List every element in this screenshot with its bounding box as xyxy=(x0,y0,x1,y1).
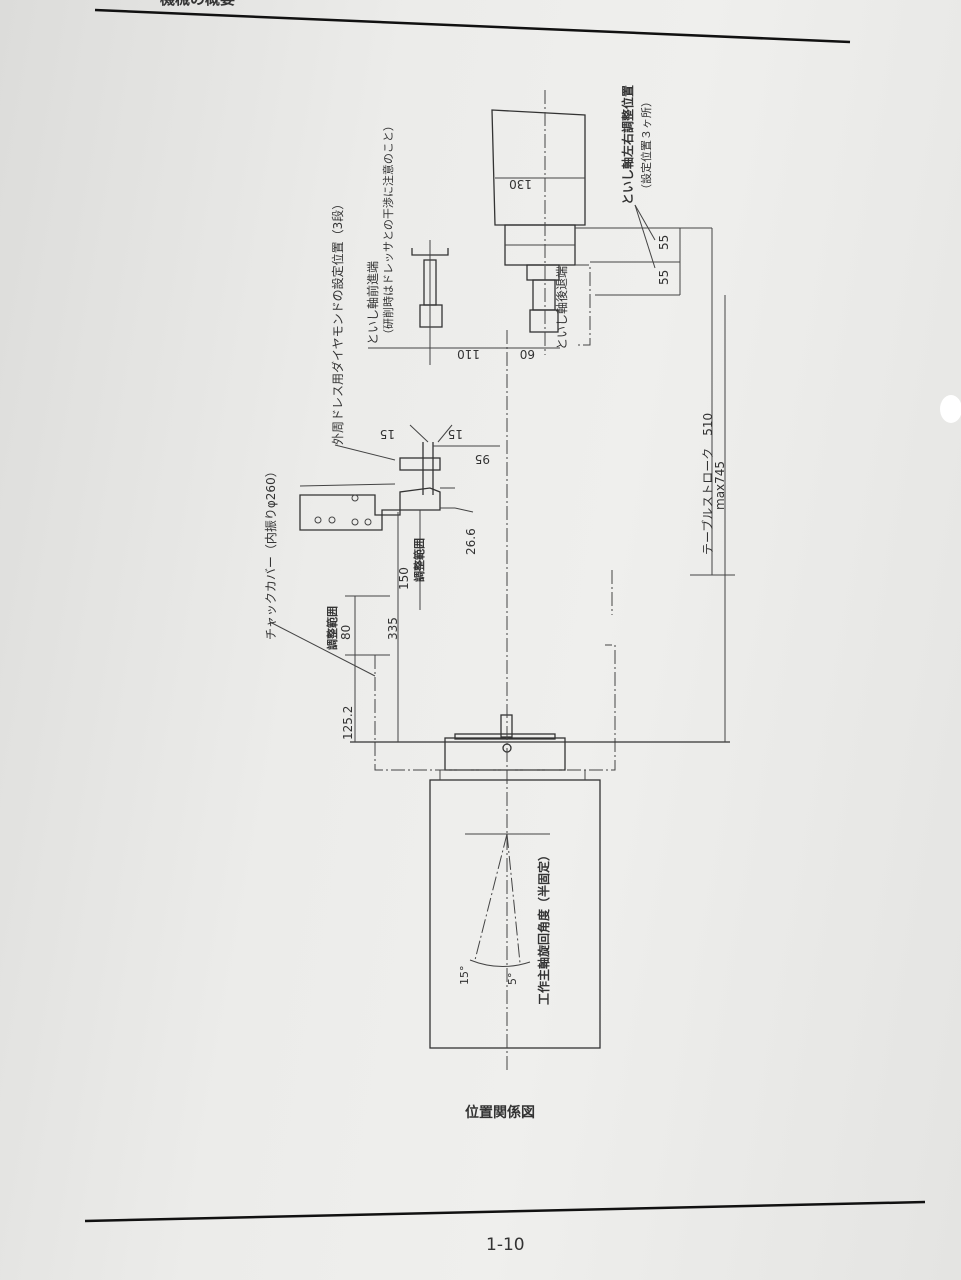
adj-range-80-label: 調整範囲 xyxy=(325,606,339,650)
dim-80: 80 xyxy=(339,625,353,640)
dim-26-6: 26.6 xyxy=(464,528,478,555)
dim-55-b: 55 xyxy=(657,270,671,285)
dim-55-a: 55 xyxy=(657,235,671,250)
dim-125-2: 125.2 xyxy=(341,706,355,740)
dim-150: 150 xyxy=(397,567,411,590)
angle-15: 15° xyxy=(458,966,471,986)
dim-95: 95 xyxy=(475,452,490,466)
wheel-forward-label: といし軸前進端 xyxy=(365,261,380,345)
footer-rule xyxy=(84,1200,926,1223)
spindle-swivel-label: 工作主軸旋回角度（半固定） xyxy=(536,849,551,1005)
wheel-forward-note: （研削時はドレッサとの干渉に注意のこと） xyxy=(381,120,395,340)
max-stroke-label: max745 xyxy=(713,461,727,510)
section-title: 機械の概要 xyxy=(160,0,235,8)
wheel-lr-note: （設定位置３ヶ所） xyxy=(639,96,653,195)
wheel-lr-adjust-label: といし軸左右調整位置 xyxy=(620,85,635,205)
dim-335: 335 xyxy=(386,617,400,640)
binder-hole xyxy=(940,395,961,423)
dim-60: 60 xyxy=(520,347,535,361)
wheel-head xyxy=(411,90,712,365)
figure-caption: 位置関係図 xyxy=(465,1104,535,1121)
dim-15-a: 15 xyxy=(380,427,395,441)
wheel-retract-label: といし軸後退端 xyxy=(555,266,569,350)
dress-diamond-label: 外周ドレス用ダイヤモンドの設定位置（3段） xyxy=(330,198,345,445)
dim-110: 110 xyxy=(457,347,480,361)
workhead xyxy=(374,330,616,1070)
adj-range-150-label: 調整範囲 xyxy=(412,538,426,582)
table-stroke-label: テーブルストローク 510 xyxy=(700,413,715,555)
page-number: 1-10 xyxy=(486,1235,525,1255)
chuck-cover-label: チャックカバー（内振りφ260） xyxy=(264,465,278,640)
angle-5: 5° xyxy=(506,973,519,986)
dresser xyxy=(299,424,500,742)
header-rule xyxy=(94,8,851,44)
dim-15-b: 15 xyxy=(448,427,463,441)
dim-130: 130 xyxy=(509,177,532,191)
